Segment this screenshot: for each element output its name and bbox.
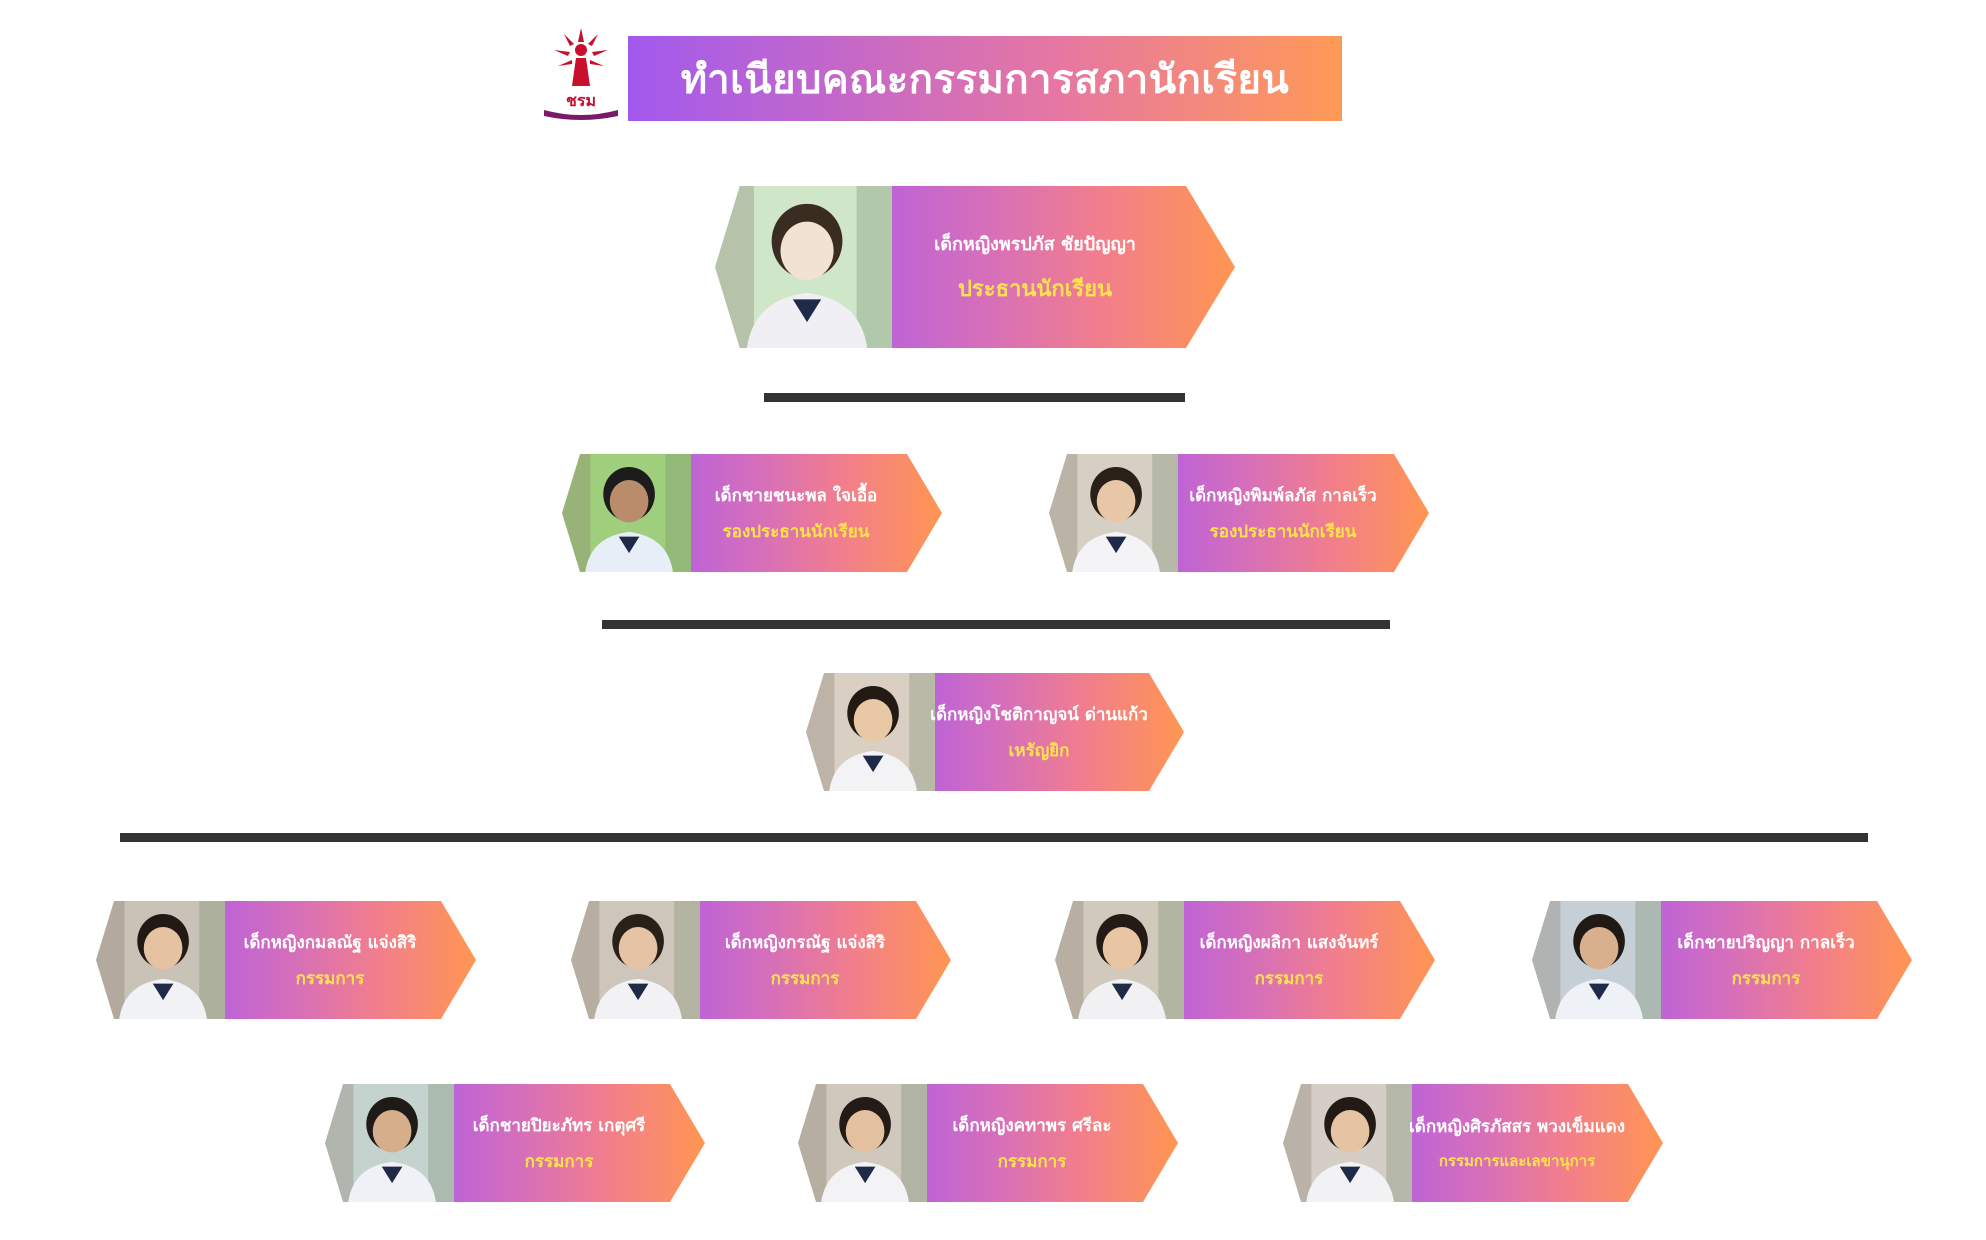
member-card: เด็กหญิงพรปภัส ชัยปัญญาประธานนักเรียน <box>715 186 1235 348</box>
member-role: รองประธานนักเรียน <box>1209 521 1357 542</box>
member-banner <box>197 901 476 1019</box>
member-name: เด็กหญิงพรปภัส ชัยปัญญา <box>934 233 1136 255</box>
member-card: เด็กชายชนะพล ใจเอื้อรองประธานนักเรียน <box>562 454 942 572</box>
member-text: เด็กชายปิยะภัทร เกตุศรีกรรมการ <box>448 1084 670 1202</box>
member-role: ประธานนักเรียน <box>957 276 1113 302</box>
member-name: เด็กหญิงคทาพร ศรีละ <box>952 1115 1112 1136</box>
member-name: เด็กหญิงกรณัฐ แจ่งสิริ <box>724 932 886 953</box>
member-name: เด็กชายปริญญา กาลเร็ว <box>1677 932 1855 953</box>
member-name: เด็กหญิงศิรภัสสร พวงเข็มแดง <box>1408 1117 1626 1137</box>
logo-text: ชรม <box>566 91 596 110</box>
member-card: เด็กหญิงโชติกาญจน์ ด่านแก้วเหรัญยิก <box>806 673 1184 791</box>
member-photo <box>571 901 700 1019</box>
school-logo: ชรม <box>540 24 622 122</box>
member-name: เด็กหญิงกมลณัฐ แจ่งสิริ <box>243 932 417 953</box>
member-card: เด็กหญิงคทาพร ศรีละกรรมการ <box>798 1084 1178 1202</box>
member-banner <box>899 1084 1178 1202</box>
member-photo <box>715 186 892 348</box>
member-banner <box>663 454 942 572</box>
member-role: กรรมการ <box>997 1151 1067 1172</box>
member-role: กรรมการ <box>1254 968 1324 989</box>
member-text: เด็กหญิงผลิกา แสงจันทร์กรรมการ <box>1178 901 1400 1019</box>
member-card: เด็กหญิงพิมพ์ลภัส กาลเร็วรองประธานนักเรี… <box>1049 454 1429 572</box>
member-text: เด็กหญิงพิมพ์ลภัส กาลเร็วรองประธานนักเรี… <box>1172 454 1394 572</box>
member-card: เด็กหญิงผลิกา แสงจันทร์กรรมการ <box>1055 901 1435 1019</box>
member-role: กรรมการ <box>295 968 365 989</box>
member-text: เด็กหญิงโชติกาญจน์ ด่านแก้วเหรัญยิก <box>929 673 1149 791</box>
divider-treasurer <box>120 833 1868 842</box>
page-title-banner: ทำเนียบคณะกรรมการสภานักเรียน <box>628 36 1342 121</box>
member-text: เด็กหญิงคทาพร ศรีละกรรมการ <box>921 1084 1143 1202</box>
member-role: กรรมการและเลขานุการ <box>1438 1152 1596 1170</box>
member-card: เด็กหญิงศิรภัสสร พวงเข็มแดงกรรมการและเลข… <box>1283 1084 1663 1202</box>
member-name: เด็กหญิงโชติกาญจน์ ด่านแก้ว <box>930 704 1148 725</box>
member-banner <box>907 673 1184 791</box>
member-name: เด็กหญิงพิมพ์ลภัส กาลเร็ว <box>1189 485 1377 506</box>
member-banner <box>1633 901 1912 1019</box>
member-photo <box>1055 901 1184 1019</box>
member-name: เด็กหญิงผลิกา แสงจันทร์ <box>1199 932 1379 953</box>
member-text: เด็กหญิงพรปภัส ชัยปัญญาประธานนักเรียน <box>884 186 1186 348</box>
member-text: เด็กหญิงกมลณัฐ แจ่งสิริกรรมการ <box>219 901 441 1019</box>
member-banner <box>1156 901 1435 1019</box>
member-card: เด็กหญิงกมลณัฐ แจ่งสิริกรรมการ <box>96 901 476 1019</box>
divider-vice-presidents <box>602 620 1390 629</box>
member-photo <box>806 673 935 791</box>
member-photo <box>325 1084 454 1202</box>
member-name: เด็กชายชนะพล ใจเอื้อ <box>714 485 878 506</box>
member-text: เด็กชายปริญญา กาลเร็วกรรมการ <box>1655 901 1877 1019</box>
member-text: เด็กหญิงศิรภัสสร พวงเข็มแดงกรรมการและเลข… <box>1406 1084 1628 1202</box>
member-role: รองประธานนักเรียน <box>722 521 870 542</box>
member-photo <box>1532 901 1661 1019</box>
member-banner <box>1150 454 1429 572</box>
page-title: ทำเนียบคณะกรรมการสภานักเรียน <box>680 56 1290 103</box>
member-banner <box>853 186 1235 348</box>
member-role: กรรมการ <box>770 968 840 989</box>
member-photo <box>562 454 691 572</box>
divider-president <box>764 393 1185 402</box>
member-role: กรรมการ <box>524 1151 594 1172</box>
member-text: เด็กชายชนะพล ใจเอื้อรองประธานนักเรียน <box>685 454 907 572</box>
member-photo <box>1049 454 1178 572</box>
member-card: เด็กชายปิยะภัทร เกตุศรีกรรมการ <box>325 1084 705 1202</box>
member-photo <box>1283 1084 1412 1202</box>
member-photo <box>96 901 225 1019</box>
member-name: เด็กชายปิยะภัทร เกตุศรี <box>472 1115 646 1136</box>
member-banner <box>426 1084 705 1202</box>
member-text: เด็กหญิงกรณัฐ แจ่งสิริกรรมการ <box>694 901 916 1019</box>
member-photo <box>798 1084 927 1202</box>
member-role: เหรัญยิก <box>1008 740 1070 761</box>
member-role: กรรมการ <box>1731 968 1801 989</box>
member-card: เด็กชายปริญญา กาลเร็วกรรมการ <box>1532 901 1912 1019</box>
member-banner <box>1384 1084 1663 1202</box>
member-banner <box>672 901 951 1019</box>
member-card: เด็กหญิงกรณัฐ แจ่งสิริกรรมการ <box>571 901 951 1019</box>
